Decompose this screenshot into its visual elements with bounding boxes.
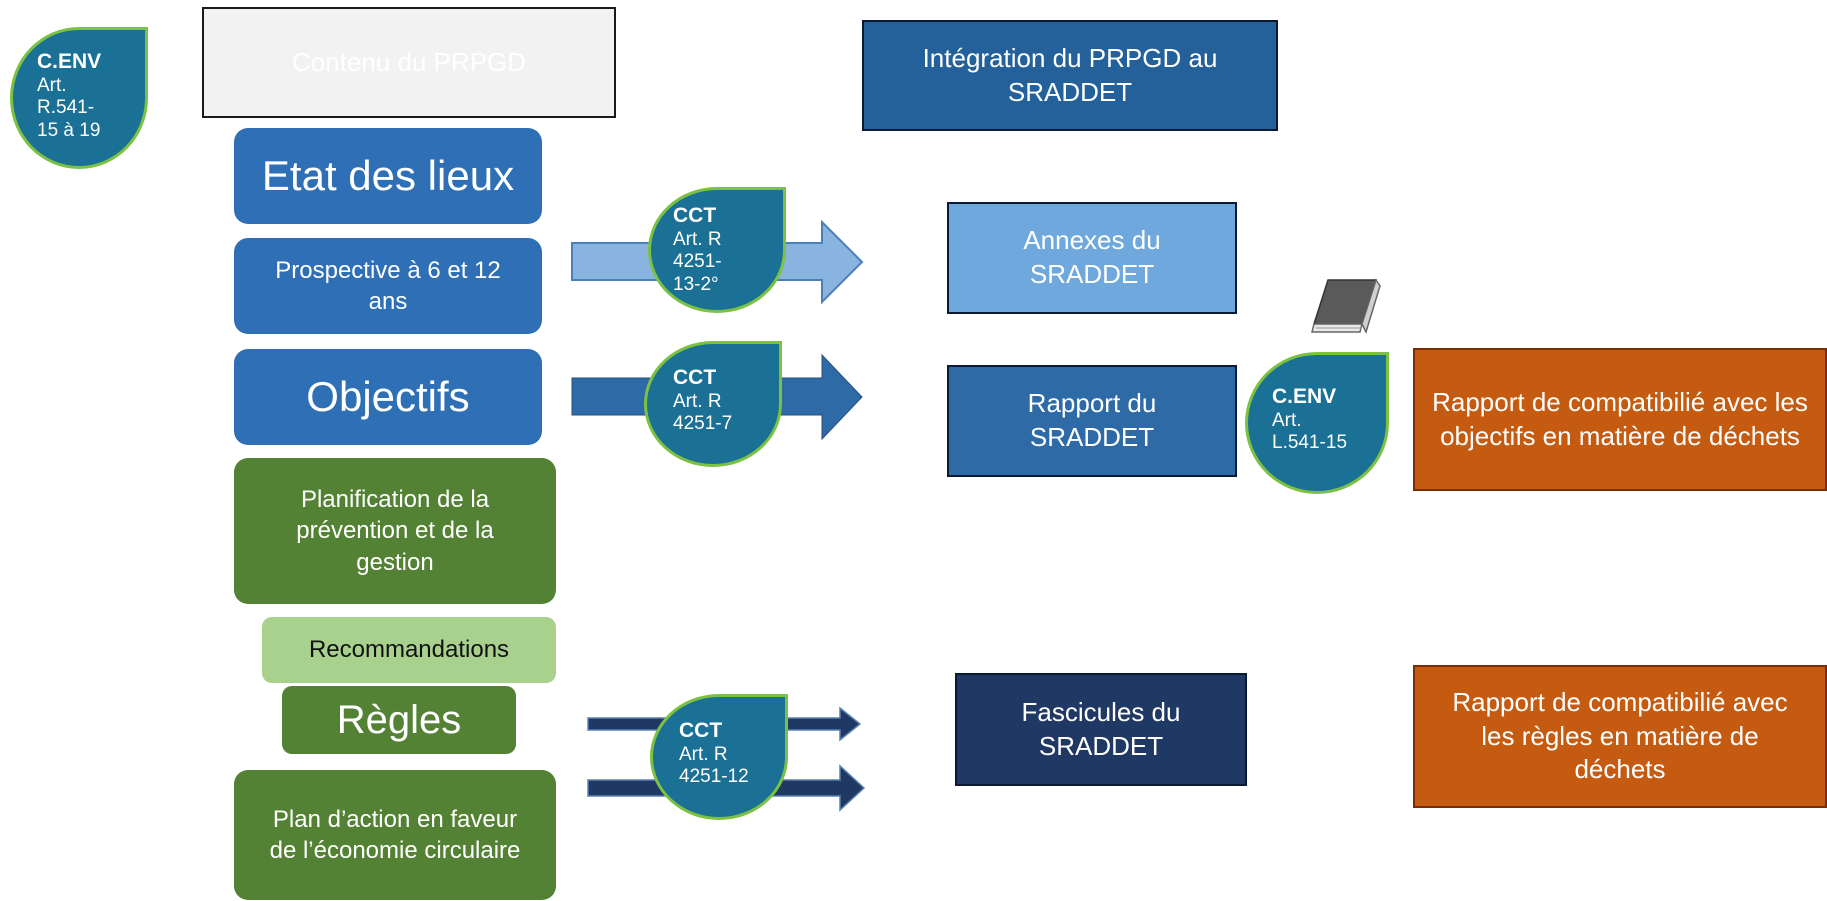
badge-line: 4251- [673,251,722,273]
badge-line: Art. [1272,409,1302,431]
annexes-box: Annexes du SRADDET [947,202,1237,314]
compat-objectifs-box: Rapport de compatibilié avec les objecti… [1413,348,1827,491]
badge-line: Art. R [673,228,722,250]
cenv-badge-top: C.ENV Art. R.541- 15 à 19 [10,27,148,169]
planification-box: Planification de la prévention et de la … [234,458,556,604]
contenu-title-box: Contenu du PRPGD [202,7,616,118]
plan-action-label: Plan d’action en faveur de l’économie ci… [269,805,521,864]
cenv-badge-right: C.ENV Art. L.541-15 [1245,352,1389,494]
badge-title: CCT [673,366,717,389]
annexes-label: Annexes du SRADDET [1023,225,1161,289]
regles-box: Règles [282,686,516,754]
etat-des-lieux-label: Etat des lieux [261,151,515,199]
regles-label: Règles [336,698,462,742]
cct-badge-fascicules: CCT Art. R 4251-12 [650,694,788,820]
cct-badge-annexes: CCT Art. R 4251- 13-2° [648,187,786,313]
badge-title: C.ENV [37,50,102,73]
integration-title-box: Intégration du PRPGD au SRADDET [862,20,1278,131]
rapport-box: Rapport du SRADDET [947,365,1237,477]
badge-line: Art. [37,74,67,96]
badge-line: Art. R [673,390,722,412]
compat-regles-box: Rapport de compatibilié avec les règles … [1413,665,1827,808]
prospective-label: Prospective à 6 et 12 ans [275,256,501,315]
badge-line: 4251-12 [679,766,749,788]
badge-line: Art. R [679,743,728,765]
plan-action-box: Plan d’action en faveur de l’économie ci… [234,770,556,900]
badge-title: CCT [673,204,717,227]
badge-title: C.ENV [1272,385,1337,408]
badge-line: 15 à 19 [37,119,101,141]
compat-regles-label: Rapport de compatibilié avec les règles … [1452,686,1788,785]
cct-badge-rapport: CCT Art. R 4251-7 [644,341,782,467]
etat-des-lieux-box: Etat des lieux [234,128,542,224]
badge-line: 4251-7 [673,413,733,435]
planification-label: Planification de la prévention et de la … [296,486,494,576]
recommandations-label: Recommandations [308,636,510,664]
compat-objectifs-label: Rapport de compatibilié avec les objecti… [1432,386,1808,451]
fascicules-box: Fascicules du SRADDET [955,673,1247,786]
contenu-title: Contenu du PRPGD [291,46,527,77]
badge-title: CCT [679,719,723,742]
integration-title: Intégration du PRPGD au SRADDET [922,42,1218,107]
badge-line: 13-2° [673,273,719,295]
badge-line: L.541-15 [1272,432,1348,454]
fascicules-label: Fascicules du SRADDET [1021,696,1181,761]
rapport-label: Rapport du SRADDET [1027,388,1157,452]
objectifs-box: Objectifs [234,349,542,445]
recommandations-box: Recommandations [262,617,556,683]
prospective-box: Prospective à 6 et 12 ans [234,238,542,334]
objectifs-label: Objectifs [306,372,470,420]
badge-line: R.541- [37,97,95,119]
book-icon [1311,278,1381,335]
